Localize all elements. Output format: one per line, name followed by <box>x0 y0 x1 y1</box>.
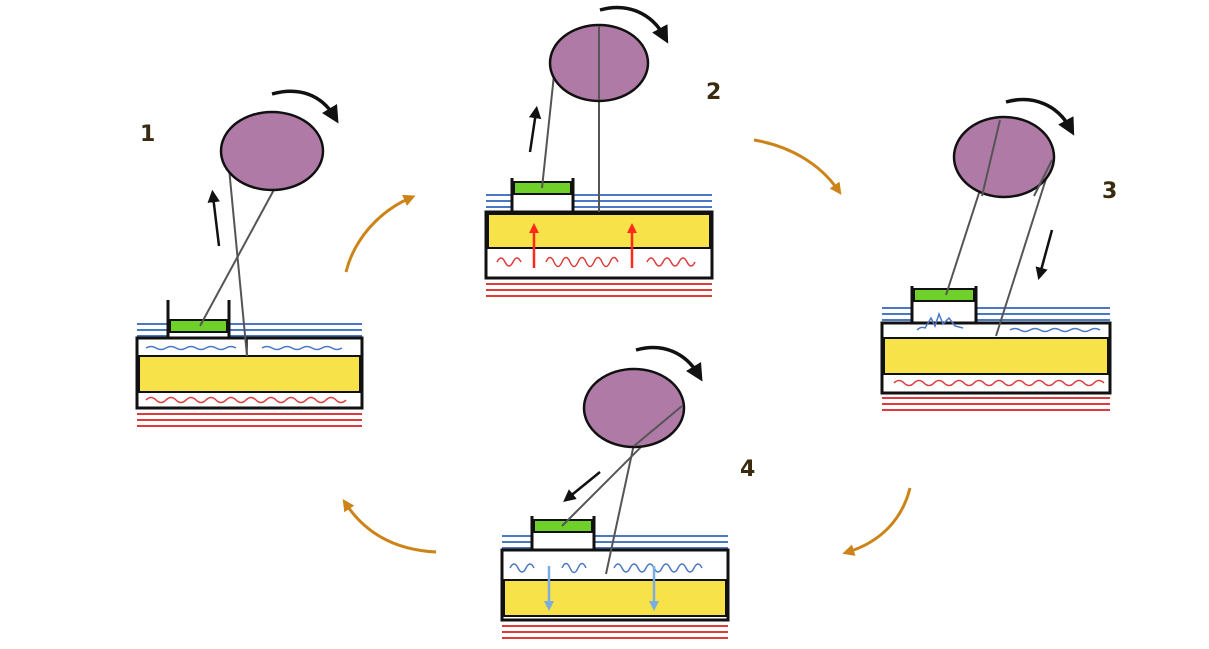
piston-cylinder <box>530 516 596 550</box>
cold-lines <box>486 194 712 208</box>
cold-gas-wave <box>509 562 703 574</box>
flywheel-icon <box>582 367 686 449</box>
stage-2: 2 <box>484 5 721 297</box>
rotation-arrow-icon <box>599 5 669 44</box>
working-chamber <box>503 579 727 617</box>
piston-motion-arrow <box>563 471 601 502</box>
cold-gas-wave <box>916 311 1101 333</box>
step-label-3: 3 <box>1102 179 1117 204</box>
cycle-arrow-icon <box>342 499 437 554</box>
piston-cylinder <box>910 286 978 323</box>
working-chamber <box>883 337 1109 375</box>
cold-gas-wave <box>145 345 343 351</box>
working-chamber <box>487 213 711 249</box>
cold-lines <box>502 535 728 549</box>
cold-lines <box>137 323 362 337</box>
piston-motion-arrow <box>528 105 542 153</box>
flywheel-icon <box>952 115 1056 199</box>
hot-gas-wave <box>893 379 1105 387</box>
cycle-arrow-icon <box>753 138 842 195</box>
hot-lines <box>486 283 712 297</box>
piston-cylinder <box>166 300 231 338</box>
cycle-arrow-icon <box>842 487 912 556</box>
piston-cylinder <box>510 178 575 212</box>
rotation-arrow-icon <box>271 89 339 124</box>
piston-motion-arrow <box>1035 229 1054 281</box>
hot-lines <box>137 413 362 427</box>
piston-icon <box>913 288 975 302</box>
step-label-2: 2 <box>706 80 721 105</box>
cold-lines <box>882 307 1110 321</box>
stage-3: 3 <box>880 97 1117 411</box>
piston-motion-arrow <box>207 189 221 247</box>
step-label-1: 1 <box>140 122 155 147</box>
working-chamber <box>138 355 361 393</box>
hot-lines <box>502 625 728 639</box>
rotation-arrow-icon <box>1005 97 1075 136</box>
rotation-arrow-icon <box>635 345 703 382</box>
cycle-arrows <box>342 138 912 556</box>
flywheel-icon <box>219 110 325 192</box>
stage-1: 1 <box>135 89 364 427</box>
hot-gas-wave <box>145 396 347 404</box>
step-label-4: 4 <box>740 457 755 482</box>
hot-gas-wave <box>496 256 696 268</box>
piston-icon <box>169 319 228 333</box>
cycle-arrow-icon <box>344 194 416 273</box>
stage-4: 4 <box>500 345 755 639</box>
hot-lines <box>882 397 1110 411</box>
